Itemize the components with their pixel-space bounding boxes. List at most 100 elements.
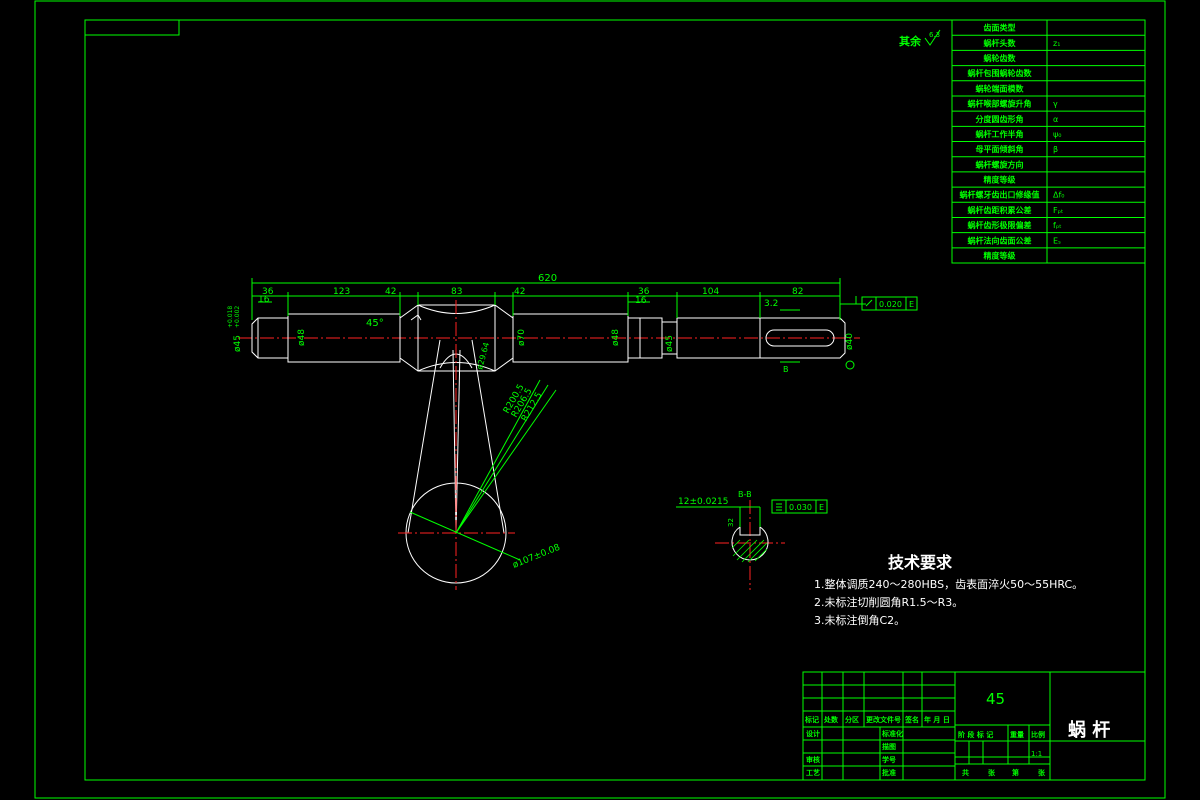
title-left-label: 工艺 xyxy=(806,768,820,777)
param-row-name: 蜗杆螺牙齿出口修缘值 xyxy=(960,190,1040,200)
drawing-frame xyxy=(84,19,1146,781)
svg-text:0.020: 0.020 xyxy=(879,300,902,309)
param-row-symbol: Fₚₜ xyxy=(1053,206,1063,215)
title-mid-label: 批准 xyxy=(882,768,896,777)
svg-text:B-B: B-B xyxy=(738,490,752,499)
param-row-name: 蜗轮端面模数 xyxy=(976,83,1025,93)
svg-text:82: 82 xyxy=(792,287,803,297)
param-row-symbol: ψ₀ xyxy=(1053,130,1061,139)
svg-text:E: E xyxy=(819,503,824,512)
svg-text:42: 42 xyxy=(514,287,525,297)
param-row-symbol: Δf₀ xyxy=(1053,191,1065,200)
roughness-symbol-icon xyxy=(924,29,941,46)
title-left-label: 审核 xyxy=(806,755,820,764)
param-row-symbol: α xyxy=(1053,115,1058,124)
section-shape xyxy=(731,526,769,561)
param-row-name: 蜗杆喉部螺旋升角 xyxy=(968,99,1032,109)
svg-text:ø45: ø45 xyxy=(665,335,675,352)
svg-text:+0.018+0.002: +0.018+0.002 xyxy=(227,306,241,328)
stage-label: 重量 xyxy=(1010,730,1024,739)
svg-text:ø45: ø45 xyxy=(233,335,243,352)
technical-requirements: 技术要求 1.整体调质240～280HBS，齿表面淬火50～55HRC。 2.未… xyxy=(814,553,1083,627)
svg-text:123: 123 xyxy=(333,287,350,297)
param-row-name: 精度等级 xyxy=(984,250,1017,260)
svg-text:ø40: ø40 xyxy=(845,333,855,350)
svg-text:45: 45 xyxy=(986,690,1005,708)
keyway xyxy=(765,329,835,347)
sheet-label: 第 xyxy=(1012,768,1019,777)
svg-text:3.2: 3.2 xyxy=(764,299,778,309)
svg-text:B: B xyxy=(783,365,789,374)
param-row-name: 蜗杆法向齿面公差 xyxy=(968,235,1032,245)
svg-text:ø70: ø70 xyxy=(517,329,527,346)
revision-header: 分区 xyxy=(845,715,859,724)
svg-text:36: 36 xyxy=(262,287,274,297)
roughness-note: 其余 6.3 xyxy=(899,29,941,48)
svg-text:ø107±0.08: ø107±0.08 xyxy=(511,543,562,571)
title-mid-label: 标准化 xyxy=(881,729,903,738)
param-row-symbol: z₁ xyxy=(1053,39,1060,48)
param-row-symbol: γ xyxy=(1053,100,1058,109)
svg-text:2.未标注切削圆角R1.5～R3。: 2.未标注切削圆角R1.5～R3。 xyxy=(814,595,963,609)
svg-text:83: 83 xyxy=(451,287,462,297)
svg-text:6.3: 6.3 xyxy=(929,31,940,39)
param-row-name: 蜗杆头数 xyxy=(984,38,1017,48)
revision-header: 年 月 日 xyxy=(924,715,950,724)
svg-text:ø29.64: ø29.64 xyxy=(475,341,491,370)
param-row-name: 蜗杆工作半角 xyxy=(976,129,1024,139)
revision-header: 签名 xyxy=(904,715,919,724)
svg-text:16: 16 xyxy=(635,296,647,306)
param-row-name: 蜗杆螺旋方向 xyxy=(976,159,1024,169)
title-mid-label: 学号 xyxy=(882,755,896,764)
param-row-name: 蜗杆齿形极限偏差 xyxy=(968,220,1032,230)
svg-text:32: 32 xyxy=(727,518,735,527)
param-row-name: 精度等级 xyxy=(984,175,1017,185)
revision-header: 更改文件号 xyxy=(866,715,901,724)
svg-text:42: 42 xyxy=(385,287,396,297)
svg-text:36: 36 xyxy=(638,287,650,297)
param-row-name: 齿面类型 xyxy=(984,23,1016,33)
svg-text:1.整体调质240～280HBS，齿表面淬火50～55HRC: 1.整体调质240～280HBS，齿表面淬火50～55HRC。 xyxy=(814,577,1083,591)
svg-text:ø48: ø48 xyxy=(297,329,307,346)
svg-text:蜗 杆: 蜗 杆 xyxy=(1068,719,1110,741)
param-row-symbol: fₚₜ xyxy=(1053,221,1062,230)
title-mid-label: 描图 xyxy=(882,742,896,751)
revision-header: 标记 xyxy=(804,715,819,724)
title-left-label: 设计 xyxy=(806,729,820,738)
param-row-name: 蜗杆包围蜗轮齿数 xyxy=(968,68,1033,78)
param-row-name: 分度圆齿形角 xyxy=(976,114,1024,124)
svg-text:104: 104 xyxy=(702,287,719,297)
svg-text:45°: 45° xyxy=(366,318,384,329)
stage-label: 阶 段 标 记 xyxy=(958,730,993,739)
svg-text:3.未标注倒角C2。: 3.未标注倒角C2。 xyxy=(814,613,905,627)
sheet-label: 共 xyxy=(962,768,969,777)
runout-arrow-icon xyxy=(865,299,873,307)
svg-text:12±0.0215: 12±0.0215 xyxy=(678,497,728,507)
svg-text:1:1: 1:1 xyxy=(1031,750,1042,758)
param-row-name: 蜗轮齿数 xyxy=(984,53,1017,63)
revision-header: 处数 xyxy=(823,715,839,724)
param-row-name: 蜗杆齿距积累公差 xyxy=(968,205,1032,215)
svg-text:E: E xyxy=(909,300,914,309)
tolerance-frame: 0.020 E xyxy=(861,296,918,311)
svg-text:0.030: 0.030 xyxy=(789,503,812,512)
svg-text:其余: 其余 xyxy=(899,34,922,48)
param-row-name: 母平面倾斜角 xyxy=(976,144,1024,154)
param-row-symbol: Eₛ xyxy=(1053,236,1061,245)
sheet-border xyxy=(34,0,1166,799)
worm-shaft-view xyxy=(238,300,860,590)
stage-label: 比例 xyxy=(1031,730,1045,739)
corner-box xyxy=(84,19,180,36)
svg-text:620: 620 xyxy=(538,273,557,284)
svg-text:16: 16 xyxy=(258,295,270,305)
sheet-label: 张 xyxy=(988,768,996,777)
title-block: 45 蜗 杆 1:1 标记处数分区更改文件号签名年 月 日设计审核工艺 标准化描图… xyxy=(802,671,1146,781)
svg-text:ø48: ø48 xyxy=(611,329,621,346)
svg-text:技术要求: 技术要求 xyxy=(888,553,953,572)
sheet-label: 张 xyxy=(1038,768,1046,777)
datum-circle-icon xyxy=(845,360,855,370)
section-view: B-B 12±0.0215 32 0.030 E xyxy=(676,490,828,590)
param-row-symbol: β xyxy=(1053,145,1058,154)
